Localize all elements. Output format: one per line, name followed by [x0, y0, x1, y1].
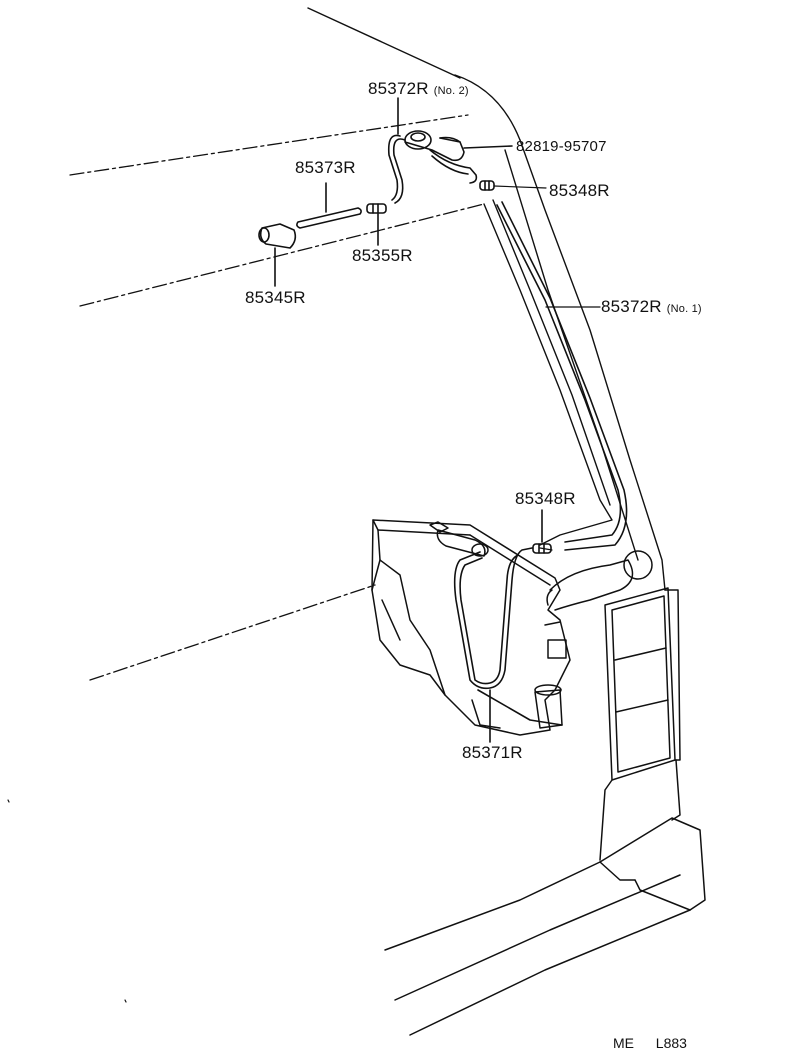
joint-drawing	[366, 203, 387, 246]
body-outline	[69, 114, 485, 681]
part-number: 85345R	[245, 288, 306, 307]
part-number: 85372R	[368, 79, 429, 98]
part-note: (No. 2)	[433, 85, 469, 97]
part-number: 85373R	[295, 158, 356, 177]
diagram-code-left: ME	[613, 1035, 634, 1051]
leader-lines	[493, 185, 601, 551]
pipe-drawing	[296, 182, 362, 229]
hose-no2-drawing	[387, 97, 406, 204]
part-number: 85371R	[462, 743, 523, 762]
part-label-hose-no1: 85372R (No. 1)	[601, 297, 702, 317]
tank-hose-drawing	[453, 547, 563, 743]
part-label-joint: 85355R	[352, 246, 413, 266]
washer-tank-drawing	[371, 519, 571, 736]
part-number: 85348R	[549, 181, 610, 200]
part-label-pipe: 85373R	[295, 158, 356, 178]
tail-lamp-drawing	[604, 587, 681, 781]
connector-lower-drawing	[532, 509, 552, 554]
part-note: (No. 1)	[666, 303, 702, 315]
nozzle-assy-drawing	[404, 130, 513, 184]
part-label-tank-hose: 85371R	[462, 743, 523, 763]
diagram-code-right: L883	[655, 1035, 687, 1051]
part-label-nozzle-assy: 82819-95707	[516, 138, 607, 155]
nozzle-drawing	[258, 223, 297, 287]
roof-edge	[307, 7, 666, 591]
diagram-code: ME L883	[613, 1035, 687, 1051]
part-label-hose-no2: 85372R (No. 2)	[368, 79, 469, 99]
part-number: 85348R	[515, 489, 576, 508]
part-number: 82819-95707	[516, 138, 607, 155]
part-label-connector-lower: 85348R	[515, 489, 576, 509]
part-label-nozzle: 85345R	[245, 288, 306, 308]
part-label-connector-upper: 85348R	[549, 181, 610, 201]
edge-marks	[7, 799, 127, 1003]
connector-upper-drawing	[479, 180, 495, 191]
rear-body-drawing	[384, 759, 706, 1036]
part-number: 85355R	[352, 246, 413, 265]
door-hinge-drawing	[546, 550, 653, 611]
window-frame	[483, 199, 613, 546]
hose-no1-drawing	[496, 201, 628, 551]
part-number: 85372R	[601, 297, 662, 316]
